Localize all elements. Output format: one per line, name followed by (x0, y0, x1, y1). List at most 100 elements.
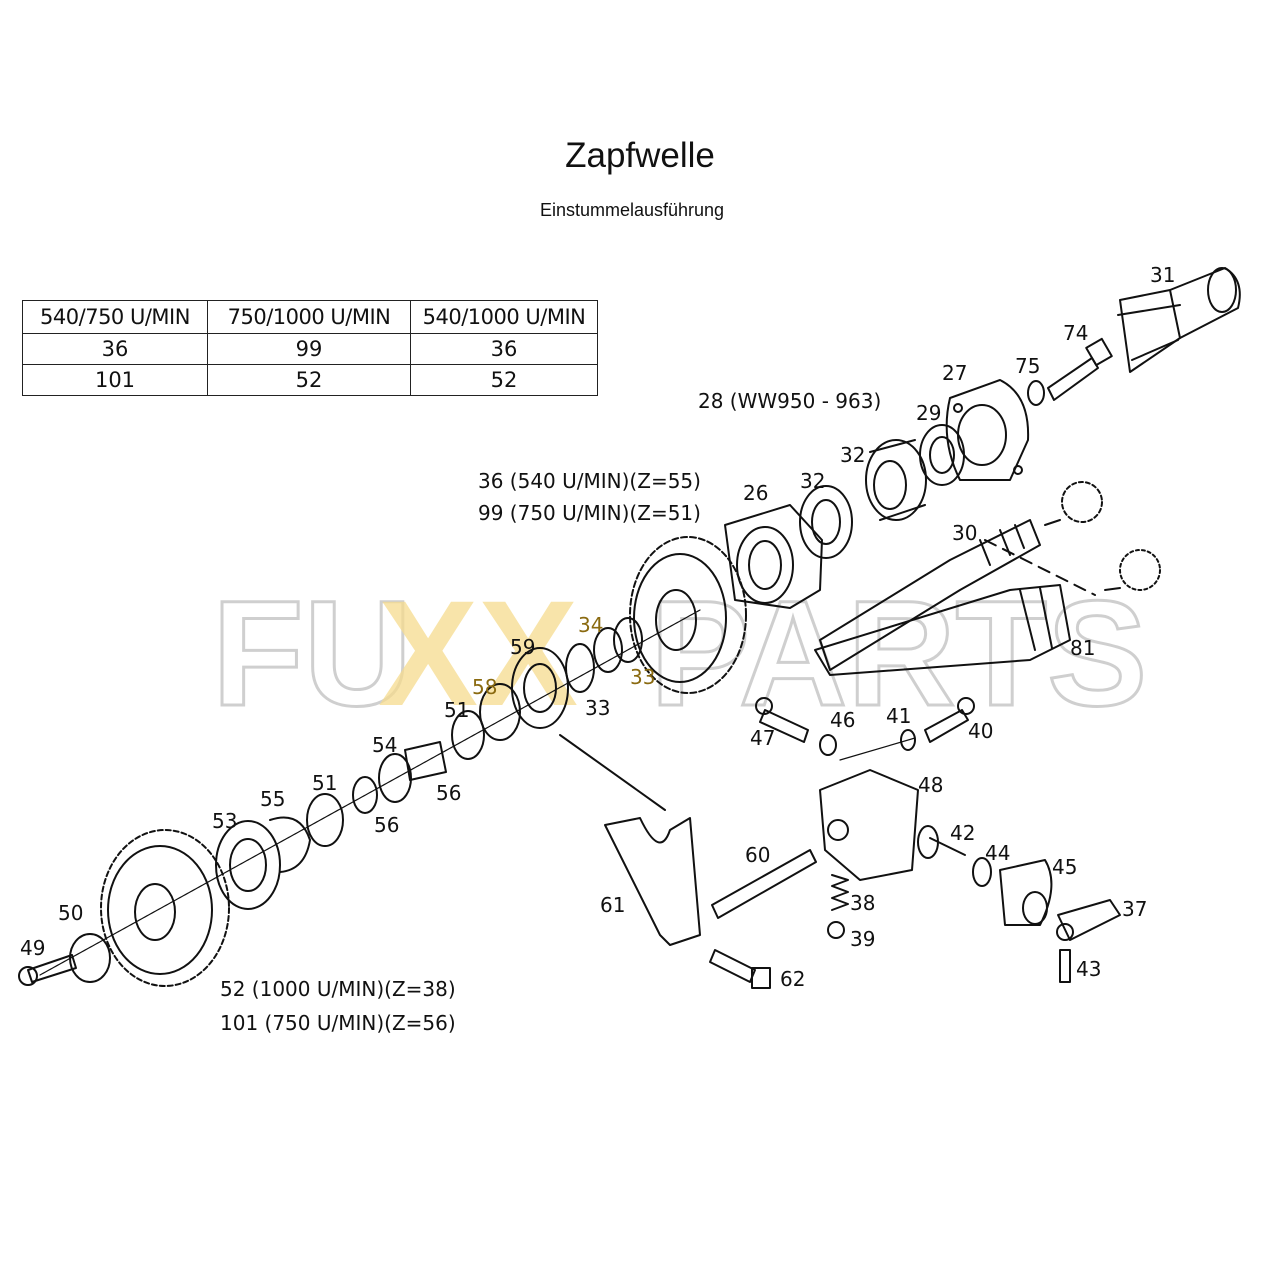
table-cell: 36 (22, 333, 208, 365)
callout-50: 50 (58, 901, 83, 925)
leader-line (839, 737, 916, 761)
splined-shaft-part-81 (814, 584, 1071, 676)
callout-labels: 31 74 75 27 29 28 (WW950 - 963) 32 32 26… (20, 263, 1175, 1035)
knob-part-45 (999, 859, 1053, 926)
bolt-part-49 (18, 954, 77, 986)
bearing-housing-part-26 (724, 504, 823, 609)
spacer-part-56 (352, 753, 412, 814)
callout-99-note: 99 (750 U/MIN)(Z=51) (478, 501, 701, 525)
watermark-text-right: PARTS (650, 569, 1147, 737)
seal-part-42 (917, 825, 966, 859)
callout-47: 47 (750, 726, 775, 750)
ball-part-39 (827, 921, 845, 939)
callout-74: 74 (1063, 321, 1088, 345)
table-header-row: 540/750 U/MIN 750/1000 U/MIN 540/1000 U/… (22, 300, 598, 334)
callout-40: 40 (968, 719, 993, 743)
callout-58: 58 (472, 675, 497, 699)
callout-51: 51 (312, 771, 337, 795)
bolt-part-74 (1047, 337, 1113, 401)
table-cell: 52 (207, 364, 411, 396)
callout-32: 32 (800, 469, 825, 493)
callout-27: 27 (942, 361, 967, 385)
callout-54: 54 (372, 733, 397, 757)
pin-part-43 (1059, 949, 1071, 983)
watermark: FU XX PARTS (211, 568, 1149, 739)
callout-52-note: 52 (1000 U/MIN)(Z=38) (220, 977, 456, 1001)
shaft-tube-part-31 (1117, 267, 1241, 373)
center-line (984, 539, 1096, 596)
needle-bearing-part-34 (593, 617, 643, 673)
callout-62: 62 (780, 967, 805, 991)
callout-49: 49 (20, 936, 45, 960)
table-row: 36 99 36 (22, 333, 598, 365)
splined-shaft-part-30 (819, 519, 1041, 671)
shift-sleeve-part-59 (511, 647, 569, 729)
bearing-part-28 (865, 439, 927, 521)
speed-ratio-table: 540/750 U/MIN 750/1000 U/MIN 540/1000 U/… (22, 300, 598, 396)
bushing-part-54 (404, 741, 447, 781)
spring-part-38 (831, 874, 849, 911)
spline-profile-icon (1119, 549, 1161, 591)
callout-61: 61 (600, 893, 625, 917)
bolt-part-40 (924, 697, 975, 743)
table-cell: 101 (22, 364, 208, 396)
callout-51: 51 (444, 698, 469, 722)
shift-fork-part-61 (559, 734, 701, 946)
callout-34: 34 (578, 613, 603, 637)
watermark-text-xx: XX (378, 569, 578, 737)
callout-81: 81 (1070, 636, 1095, 660)
needle-bearing-part-51-b (306, 793, 344, 847)
callout-37: 37 (1122, 897, 1147, 921)
snap-ring-part-55 (269, 816, 311, 873)
table-cell: 52 (410, 364, 598, 396)
flange-housing-part-27 (945, 379, 1030, 481)
callout-75: 75 (1015, 354, 1040, 378)
callout-45: 45 (1052, 855, 1077, 879)
callout-43: 43 (1076, 957, 1101, 981)
shift-rod-part-60 (711, 849, 817, 919)
callout-55: 55 (260, 787, 285, 811)
callout-29: 29 (916, 401, 941, 425)
washer-part-50 (69, 933, 111, 983)
arrow-icon (1044, 519, 1121, 591)
callout-42: 42 (950, 821, 975, 845)
callout-26: 26 (743, 481, 768, 505)
callout-30: 30 (952, 521, 977, 545)
washer-part-46 (819, 734, 837, 756)
table-header-cell: 540/1000 U/MIN (410, 300, 598, 334)
callout-101-note: 101 (750 U/MIN)(Z=56) (220, 1011, 456, 1035)
table-cell: 36 (410, 333, 598, 365)
callout-33: 33 (630, 665, 655, 689)
callout-53: 53 (212, 809, 237, 833)
callout-56: 56 (436, 781, 461, 805)
callout-28: 28 (WW950 - 963) (698, 389, 881, 413)
watermark-text-left: FU (212, 569, 412, 737)
callout-33: 33 (585, 696, 610, 720)
bolt-part-62 (709, 949, 771, 989)
gear-part-36 (629, 536, 747, 694)
callout-59: 59 (510, 635, 535, 659)
callout-39: 39 (850, 927, 875, 951)
table-row: 101 52 52 (22, 364, 598, 396)
bearing-part-32 (799, 485, 853, 559)
bolt-part-47 (755, 697, 809, 743)
spline-profile-icon (1061, 481, 1103, 523)
callout-36-note: 36 (540 U/MIN)(Z=55) (478, 469, 701, 493)
hub-part-58 (479, 683, 521, 741)
needle-bearing-part-51 (451, 710, 485, 760)
callout-56: 56 (374, 813, 399, 837)
washer-part-75 (1027, 380, 1045, 406)
callout-38: 38 (850, 891, 875, 915)
axis-line (39, 609, 701, 976)
callout-46: 46 (830, 708, 855, 732)
callout-41: 41 (886, 704, 911, 728)
page-title: Zapfwelle (565, 136, 715, 175)
gear-part-52 (100, 829, 230, 987)
page-subtitle: Einstummelausführung (539, 200, 725, 220)
callout-44: 44 (985, 841, 1010, 865)
coupler-part-53 (215, 820, 281, 910)
washer-part-41 (900, 729, 916, 751)
cover-part-48 (819, 769, 919, 881)
table-cell: 99 (207, 333, 411, 365)
